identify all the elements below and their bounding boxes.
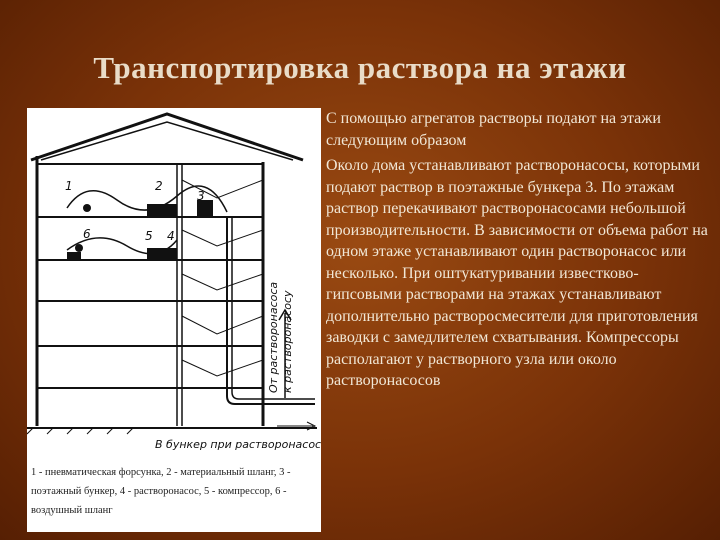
label-5: 5 xyxy=(145,229,153,243)
label-6: 6 xyxy=(83,227,91,241)
bottom-label: В бункер при растворонасосе xyxy=(155,438,321,451)
slide-title: Транспортировка раствора на этажи xyxy=(93,50,627,85)
label-2: 2 xyxy=(155,179,163,193)
building-diagram-panel: 1 2 3 4 5 6 От растворонасоса к растворо… xyxy=(27,108,321,532)
body-paragraph-1: С помощью агрегатов растворы подают на э… xyxy=(326,110,661,149)
label-3: 3 xyxy=(197,189,205,203)
figure-caption: 1 - пневматическая форсунка, 2 - материа… xyxy=(31,467,291,516)
label-1: 1 xyxy=(65,179,73,193)
body-paragraph-2: Около дома устанавливают растворонасосы,… xyxy=(326,157,708,389)
label-4: 4 xyxy=(167,229,175,243)
vertical-label-line2: к растворонасосу xyxy=(281,290,294,393)
body-text: С помощью агрегатов растворы подают на э… xyxy=(326,108,714,392)
building-cross-section-drawing: 1 2 3 4 5 6 От растворонасоса к растворо… xyxy=(27,112,321,451)
vertical-label-line1: От растворонасоса xyxy=(267,282,280,393)
